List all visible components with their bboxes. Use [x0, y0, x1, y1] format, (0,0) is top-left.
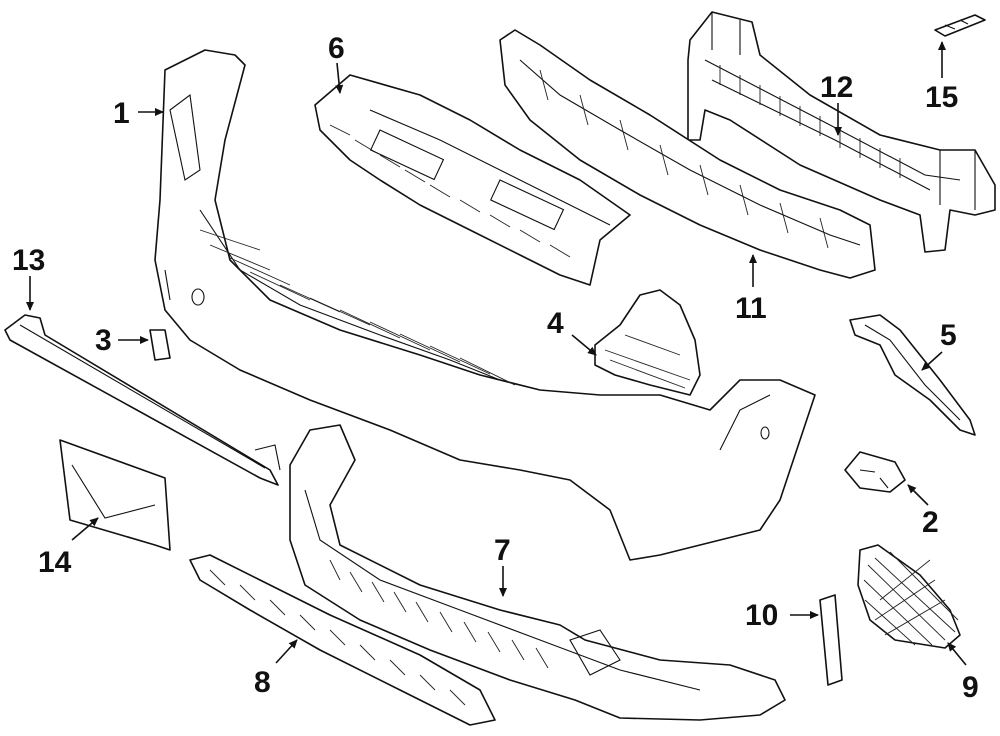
part-11-energy-absorber: [499, 29, 876, 279]
callout-15: 15: [925, 41, 958, 114]
callout-8-label: 8: [254, 666, 271, 699]
callout-13: 13: [12, 244, 45, 311]
part-9-grille: [857, 544, 961, 649]
part-15-bracket: [934, 14, 986, 37]
part-14-license-plate-bracket: [59, 439, 171, 551]
callout-14-leader: [71, 517, 99, 541]
callout-5: 5: [921, 319, 957, 371]
part-1-bumper-cover: [154, 49, 816, 561]
callout-5-label: 5: [940, 319, 957, 352]
callout-4-label: 4: [547, 307, 564, 340]
callout-2-leader: [907, 484, 929, 506]
callout-13-label: 13: [12, 244, 45, 277]
callout-8: 8: [254, 639, 298, 699]
part-8-skid-strip: [189, 554, 496, 726]
part-5-side-bracket: [849, 314, 976, 436]
callout-4: 4: [547, 307, 597, 356]
callout-6-label: 6: [328, 32, 345, 65]
callout-2: 2: [907, 484, 939, 539]
callout-2-label: 2: [922, 506, 939, 539]
callout-12: 12: [820, 71, 853, 136]
callout-11: 11: [735, 254, 767, 325]
callout-1-label: 1: [113, 97, 130, 130]
callout-10: 10: [745, 599, 819, 632]
part-3-clip: [149, 329, 171, 361]
callout-9: 9: [947, 642, 979, 704]
callout-3: 3: [95, 324, 149, 357]
callout-9-leader: [947, 642, 967, 666]
part-6-upper-cover: [314, 74, 631, 286]
part-7-lower-valance: [289, 424, 786, 721]
part-2-clip: [844, 451, 906, 493]
callout-7-label: 7: [494, 534, 511, 567]
callout-6: 6: [328, 32, 345, 94]
callout-1: 1: [113, 97, 164, 130]
callout-14: 14: [38, 517, 99, 579]
part-4-bracket: [594, 289, 701, 396]
callout-8-leader: [275, 639, 298, 664]
callout-5-leader: [921, 351, 943, 371]
part-10-reflector: [819, 594, 843, 686]
part-13-trim-strip: [4, 314, 281, 486]
callout-4-leader: [571, 334, 597, 356]
callout-10-label: 10: [745, 599, 778, 632]
callout-14-label: 14: [38, 546, 72, 579]
callout-15-label: 15: [925, 81, 958, 114]
callout-11-label: 11: [735, 292, 767, 325]
callout-7: 7: [494, 534, 511, 597]
callout-12-label: 12: [820, 71, 853, 104]
callout-3-label: 3: [95, 324, 112, 357]
callout-9-label: 9: [962, 671, 979, 704]
callout-6-leader: [335, 62, 344, 94]
